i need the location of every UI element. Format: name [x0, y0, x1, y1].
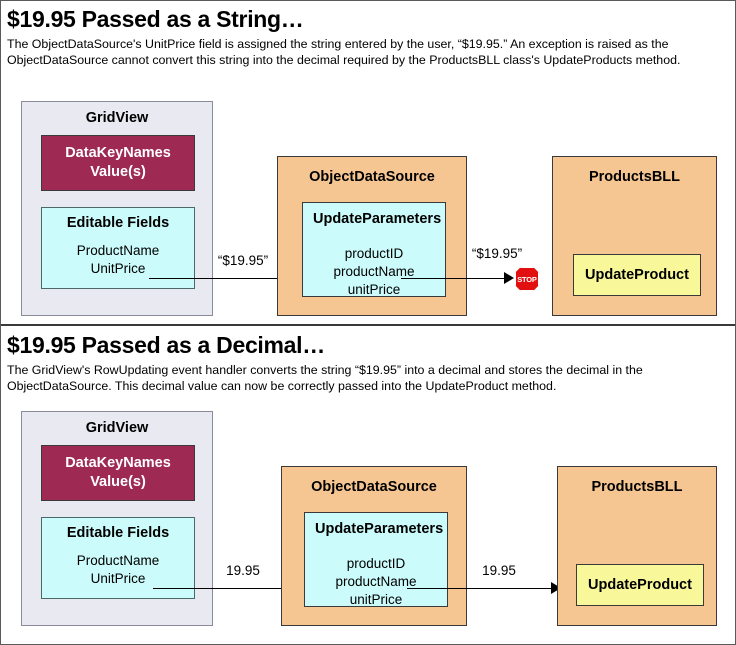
objectdatasource-title: ObjectDataSource	[309, 169, 435, 185]
gridview-title: GridView	[85, 420, 149, 436]
arrow-label-ods-to-bll: “$19.95”	[471, 246, 523, 261]
updateparameter-unitprice: unitPrice	[347, 282, 401, 297]
gridview-title: GridView	[85, 110, 149, 126]
updateparameters-list: productID productName unitPrice	[303, 245, 445, 299]
arrow-line-ods-to-bll	[407, 588, 553, 589]
arrow-label-ods-to-bll: 19.95	[482, 563, 516, 578]
editable-field-unitprice: UnitPrice	[90, 261, 146, 276]
datakeynames-label-line1: DataKeyNames	[65, 455, 171, 471]
editable-field-unitprice: UnitPrice	[90, 571, 146, 586]
arrow-head-ods-to-bll	[504, 272, 514, 284]
editable-fields-list: ProductName UnitPrice	[42, 242, 194, 278]
editable-fields-box: Editable Fields ProductName UnitPrice	[41, 517, 195, 599]
updateparameter-productid: productID	[344, 246, 404, 261]
section-heading: $19.95 Passed as a String…	[7, 6, 304, 32]
editable-fields-title: Editable Fields	[66, 525, 170, 541]
section-description: The GridView's RowUpdating event handler…	[7, 363, 643, 393]
updateparameter-productname: productName	[335, 574, 417, 589]
arrow-line-gridview-to-ods	[153, 588, 334, 589]
section-description: The ObjectDataSource's UnitPrice field i…	[7, 37, 681, 67]
arrow-label-gridview-to-ods: 19.95	[226, 563, 260, 578]
gridview-box: GridView DataKeyNames Value(s) Editable …	[21, 101, 213, 316]
productsbll-title: ProductsBLL	[591, 479, 683, 495]
stop-sign-icon: STOP	[514, 266, 540, 292]
arrow-label-gridview-to-ods: “$19.95”	[217, 253, 269, 268]
updateproduct-box: UpdateProduct	[573, 254, 701, 296]
updateparameters-box: UpdateParameters productID productName u…	[302, 202, 446, 297]
updateparameter-unitprice: unitPrice	[349, 592, 403, 607]
productsbll-title: ProductsBLL	[588, 169, 681, 185]
updateparameters-title: UpdateParameters	[313, 211, 442, 227]
updateparameters-title: UpdateParameters	[315, 521, 444, 537]
datakeynames-label-line2: Value(s)	[90, 164, 146, 180]
editable-fields-list: ProductName UnitPrice	[42, 552, 194, 588]
updateparameters-box: UpdateParameters productID productName u…	[304, 512, 448, 607]
updateproduct-box: UpdateProduct	[576, 564, 704, 606]
editable-field-productname: ProductName	[76, 553, 160, 568]
updateparameter-productid: productID	[346, 556, 406, 571]
section-string-case: $19.95 Passed as a String… The ObjectDat…	[1, 1, 735, 326]
updateparameter-productname: productName	[333, 264, 415, 279]
arrow-head-ods-to-bll	[551, 582, 561, 594]
arrow-line-gridview-to-ods	[149, 278, 333, 279]
editable-fields-box: Editable Fields ProductName UnitPrice	[41, 207, 195, 289]
stop-sign-label: STOP	[517, 274, 537, 284]
datakeynames-box: DataKeyNames Value(s)	[41, 445, 195, 501]
objectdatasource-box: ObjectDataSource UpdateParameters produc…	[277, 156, 467, 316]
arrow-line-ods-to-bll	[401, 278, 506, 279]
datakeynames-label-line1: DataKeyNames	[65, 145, 171, 161]
datakeynames-box: DataKeyNames Value(s)	[41, 135, 195, 191]
datakeynames-label-line2: Value(s)	[90, 474, 146, 490]
editable-field-productname: ProductName	[76, 243, 160, 258]
objectdatasource-title: ObjectDataSource	[311, 479, 437, 495]
section-decimal-case: $19.95 Passed as a Decimal… The GridView…	[1, 326, 735, 644]
productsbll-box: ProductsBLL UpdateProduct	[557, 466, 717, 626]
section-heading: $19.95 Passed as a Decimal…	[7, 332, 325, 358]
productsbll-box: ProductsBLL UpdateProduct	[552, 156, 717, 316]
updateparameters-list: productID productName unitPrice	[305, 555, 447, 609]
editable-fields-title: Editable Fields	[66, 215, 170, 231]
gridview-box: GridView DataKeyNames Value(s) Editable …	[21, 411, 213, 626]
objectdatasource-box: ObjectDataSource UpdateParameters produc…	[281, 466, 467, 626]
